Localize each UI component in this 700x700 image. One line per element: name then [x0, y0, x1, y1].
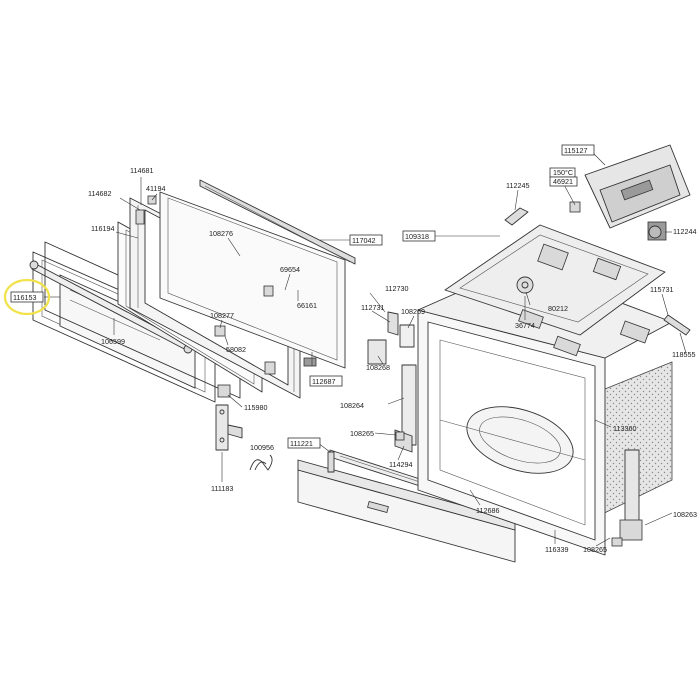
label-112730: 112730: [385, 284, 408, 293]
door-seal-strip: [199, 179, 356, 265]
box-111221: [287, 437, 321, 449]
label-58082: 58082: [226, 345, 246, 354]
label-112731: 112731: [361, 303, 384, 312]
label-46921: 46921: [553, 177, 573, 186]
hinge-bracket-middle: [367, 311, 417, 453]
label-108276: 108276: [209, 229, 233, 238]
right-small-parts: [504, 201, 691, 547]
spring-clip: [249, 454, 273, 471]
cavity-top-plate: [444, 224, 666, 357]
control-assembly: [584, 144, 691, 241]
drawer-front-panel: [297, 459, 516, 563]
label-111183: 111183: [211, 484, 233, 493]
label-114681: 114681: [130, 166, 153, 175]
label-100956: 100956: [250, 443, 274, 452]
door-hinge-left: [215, 404, 243, 451]
label-108265b: 108265: [583, 545, 607, 554]
leader-lines: [44, 149, 687, 547]
label-80212: 80212: [548, 304, 568, 313]
label-41194: 41194: [146, 184, 165, 193]
label-108264: 108264: [340, 401, 364, 410]
highlight-circle: [3, 278, 51, 316]
label-115127: 115127: [564, 146, 587, 155]
label-114682: 114682: [88, 189, 111, 198]
label-108269: 108269: [401, 307, 425, 316]
box-112687: [309, 375, 343, 387]
label-116339: 116339: [545, 545, 568, 554]
box-46921: [549, 176, 578, 187]
label-108268: 108268: [366, 363, 390, 372]
part-labels: 114681 41194 114682 116194 108276 117042…: [3, 144, 697, 554]
label-106599: 106599: [101, 337, 125, 346]
label-109318: 109318: [405, 232, 429, 241]
label-113360: 113360: [613, 424, 636, 433]
label-112244: 112244: [673, 227, 696, 236]
label-108277: 108277: [210, 311, 234, 320]
door-top-glass: [159, 191, 346, 369]
label-116194: 116194: [91, 224, 114, 233]
label-115731: 115731: [650, 285, 673, 294]
label-116153: 116153: [13, 293, 36, 302]
label-112687: 112687: [312, 377, 335, 386]
label-66161: 66161: [297, 301, 317, 310]
label-108263: 108263: [673, 510, 697, 519]
label-118555: 118555: [672, 350, 695, 359]
box-115127: [561, 144, 595, 156]
label-108265a: 108265: [350, 429, 374, 438]
label-112245: 112245: [506, 181, 529, 190]
label-150c: 150°C: [553, 168, 573, 177]
box-116153: [10, 291, 44, 303]
label-117042: 117042: [352, 236, 375, 245]
label-69654: 69654: [280, 265, 300, 274]
box-117042: [349, 234, 383, 246]
label-36774: 36774: [515, 321, 535, 330]
label-114294: 114294: [389, 460, 412, 469]
box-109318: [402, 230, 436, 242]
label-115980: 115980: [244, 403, 267, 412]
label-111221: 111221: [290, 439, 313, 448]
label-112686: 112686: [476, 506, 499, 515]
